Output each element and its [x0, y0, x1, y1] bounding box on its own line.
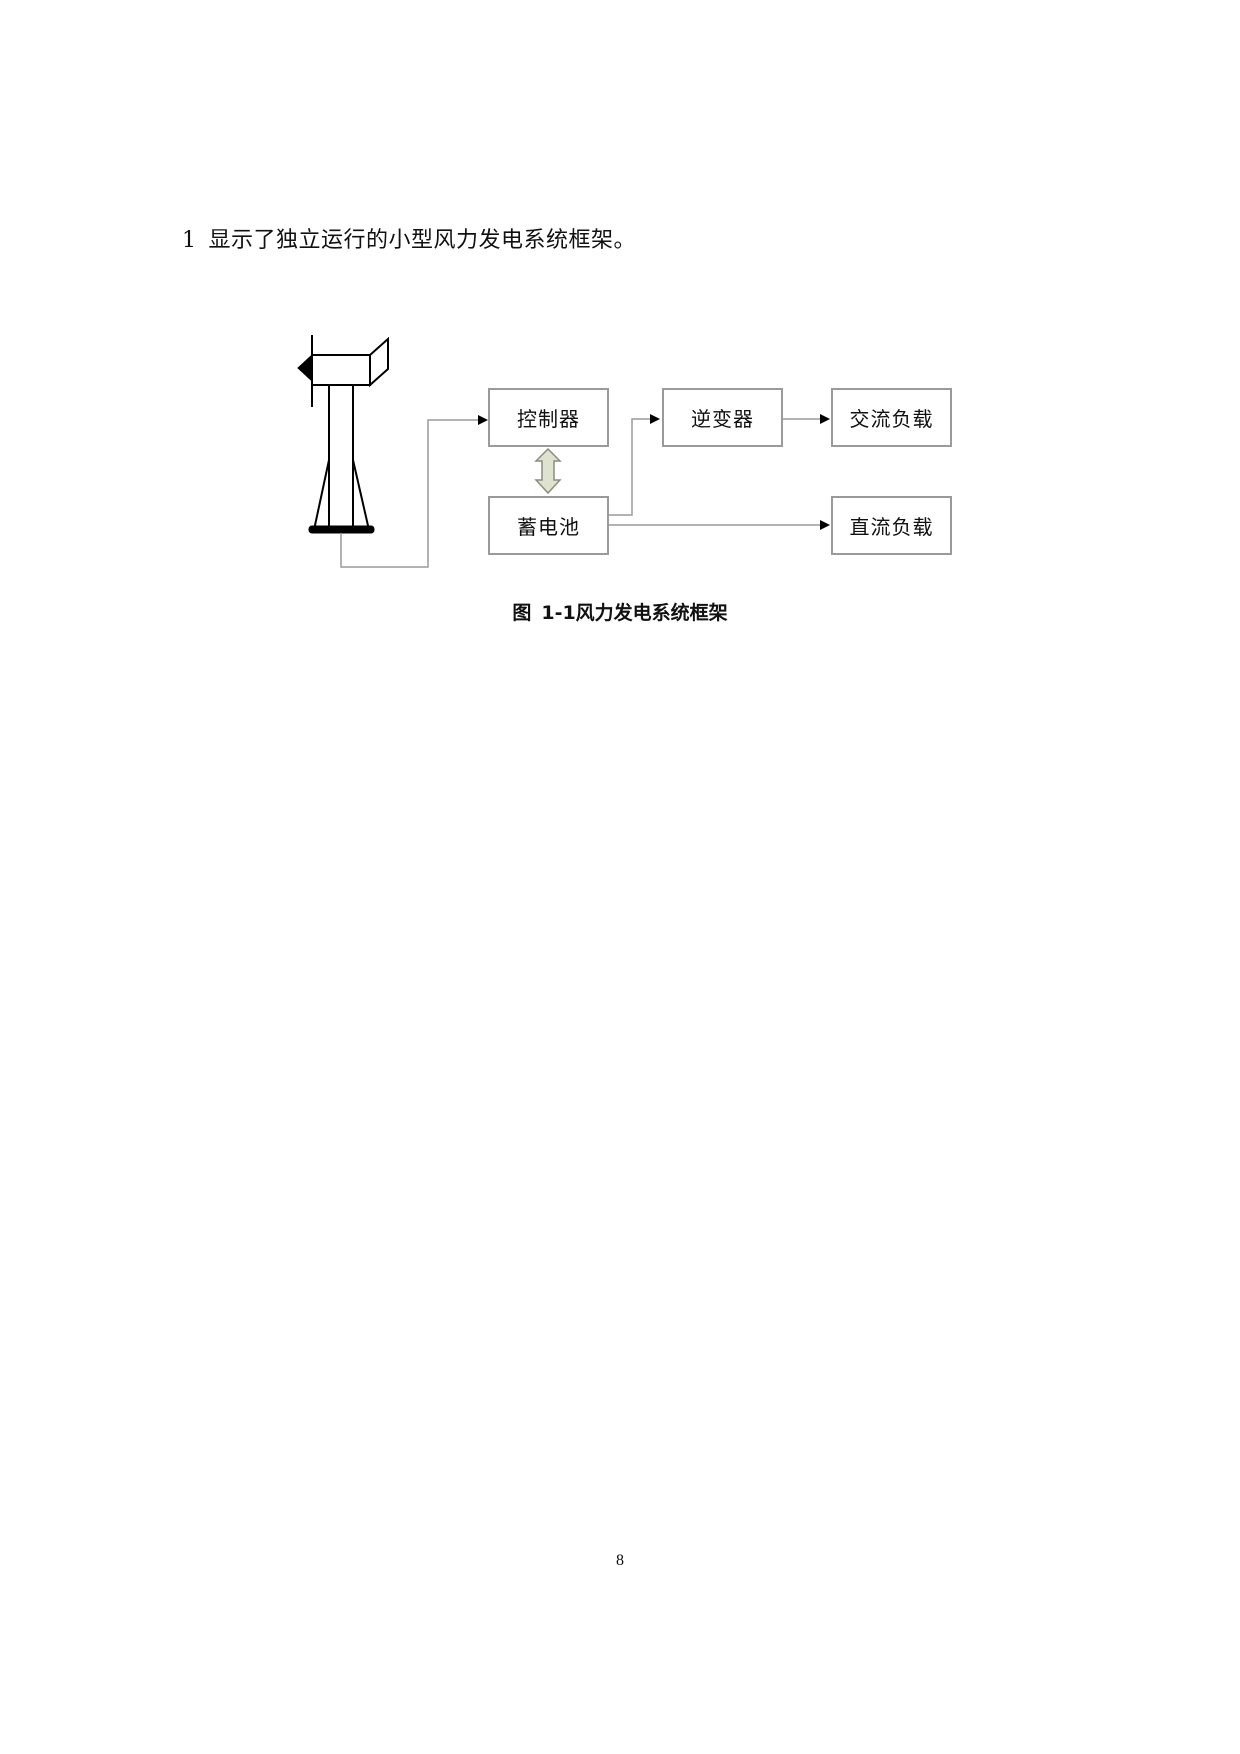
controller-block: 控制器	[488, 388, 609, 447]
intro-text: 显示了独立运行的小型风力发电系统框架。	[208, 228, 637, 253]
intro-number: 1	[182, 228, 197, 253]
battery-block: 蓄电池	[488, 496, 609, 555]
inverter-block: 逆变器	[662, 388, 783, 447]
intro-paragraph: 1 显示了独立运行的小型风力发电系统框架。	[182, 222, 636, 254]
bidirectional-arrow-icon	[534, 447, 562, 495]
battery-label: 蓄电池	[517, 515, 580, 539]
caption-label: 图	[512, 602, 532, 624]
ac-load-label: 交流负载	[849, 407, 934, 431]
diagram-connectors	[297, 335, 830, 568]
page-number: 8	[616, 1552, 624, 1569]
caption-text: 1-1风力发电系统框架	[541, 602, 728, 624]
dc-load-block: 直流负载	[831, 496, 952, 555]
controller-label: 控制器	[517, 407, 580, 431]
wind-turbine-icon	[297, 335, 389, 534]
inverter-label: 逆变器	[691, 407, 754, 431]
ac-load-block: 交流负载	[831, 388, 952, 447]
figure-caption: 图 1-1风力发电系统框架	[0, 598, 1240, 625]
dc-load-label: 直流负载	[849, 515, 934, 539]
wind-power-system-diagram: 控制器 蓄电池 逆变器 交流负载 直流负载	[290, 325, 970, 575]
